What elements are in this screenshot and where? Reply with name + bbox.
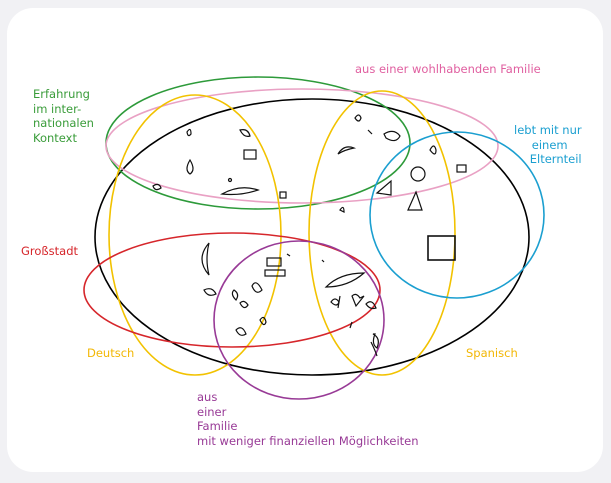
label-line: lebt mit nur bbox=[514, 123, 582, 137]
set-wealthy-ellipse bbox=[105, 88, 499, 204]
set-big-city-ellipse bbox=[83, 232, 381, 348]
label-line: Elternteil bbox=[529, 152, 582, 166]
label-line: Großstadt bbox=[21, 244, 79, 258]
label-line: einer bbox=[197, 404, 227, 419]
label-international: Erfahrung im inter- nationalen Kontext bbox=[33, 87, 94, 145]
set-single-parent-ellipse bbox=[369, 131, 545, 299]
label-single-parent: lebt mit nur einem Elternteil bbox=[514, 123, 582, 167]
label-line: aus bbox=[197, 390, 218, 404]
label-line: Deutsch bbox=[87, 346, 135, 360]
label-big-city: Großstadt bbox=[21, 244, 78, 259]
label-line: Erfahrung bbox=[33, 87, 90, 101]
set-less-means-ellipse bbox=[213, 240, 385, 400]
label-line: im inter- bbox=[33, 101, 82, 116]
label-line: einem bbox=[531, 137, 568, 152]
label-line: Familie bbox=[197, 419, 238, 433]
member-shapes bbox=[152, 114, 467, 357]
set-spanish-ellipse bbox=[308, 90, 456, 376]
label-line: Kontext bbox=[33, 130, 77, 145]
label-line: aus einer wohlhabenden Familie bbox=[355, 62, 541, 76]
label-wealthy: aus einer wohlhabenden Familie bbox=[355, 62, 541, 77]
label-spanish: Spanisch bbox=[466, 346, 518, 361]
group-ellipse bbox=[94, 98, 530, 376]
label-line: Spanisch bbox=[466, 346, 518, 360]
label-less-means: aus einer Familie mit weniger finanziell… bbox=[197, 390, 419, 448]
label-line: nationalen bbox=[33, 116, 94, 130]
set-german-ellipse bbox=[108, 94, 282, 376]
label-german: Deutsch bbox=[87, 346, 134, 361]
label-line: mit weniger finanziellen Möglichkeiten bbox=[197, 433, 419, 448]
set-international-ellipse bbox=[105, 76, 411, 210]
